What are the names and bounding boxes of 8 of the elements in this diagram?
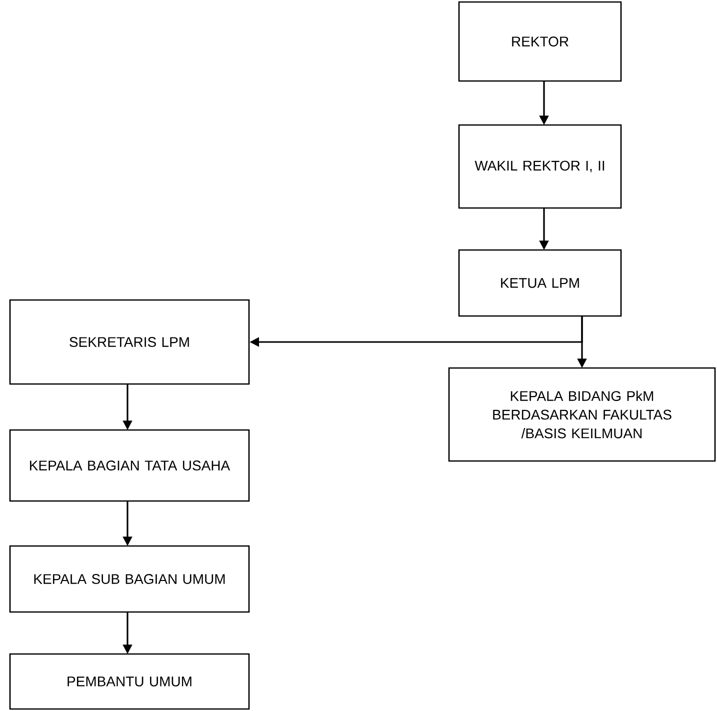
org-box: REKTOR [458, 1, 622, 82]
org-box: KEPALA BAGIAN TATA USAHA [9, 429, 250, 502]
org-box: KEPALA BIDANG PkM BERDASARKAN FAKULTAS /BASIS KEILMUAN [448, 367, 716, 462]
org-box: PEMBANTU UMUM [9, 653, 250, 710]
org-box: KETUA LPM [458, 249, 622, 317]
org-box: WAKIL REKTOR I, II [458, 124, 622, 209]
org-box: SEKRETARIS LPM [9, 299, 250, 385]
org-box: KEPALA SUB BAGIAN UMUM [9, 545, 250, 613]
